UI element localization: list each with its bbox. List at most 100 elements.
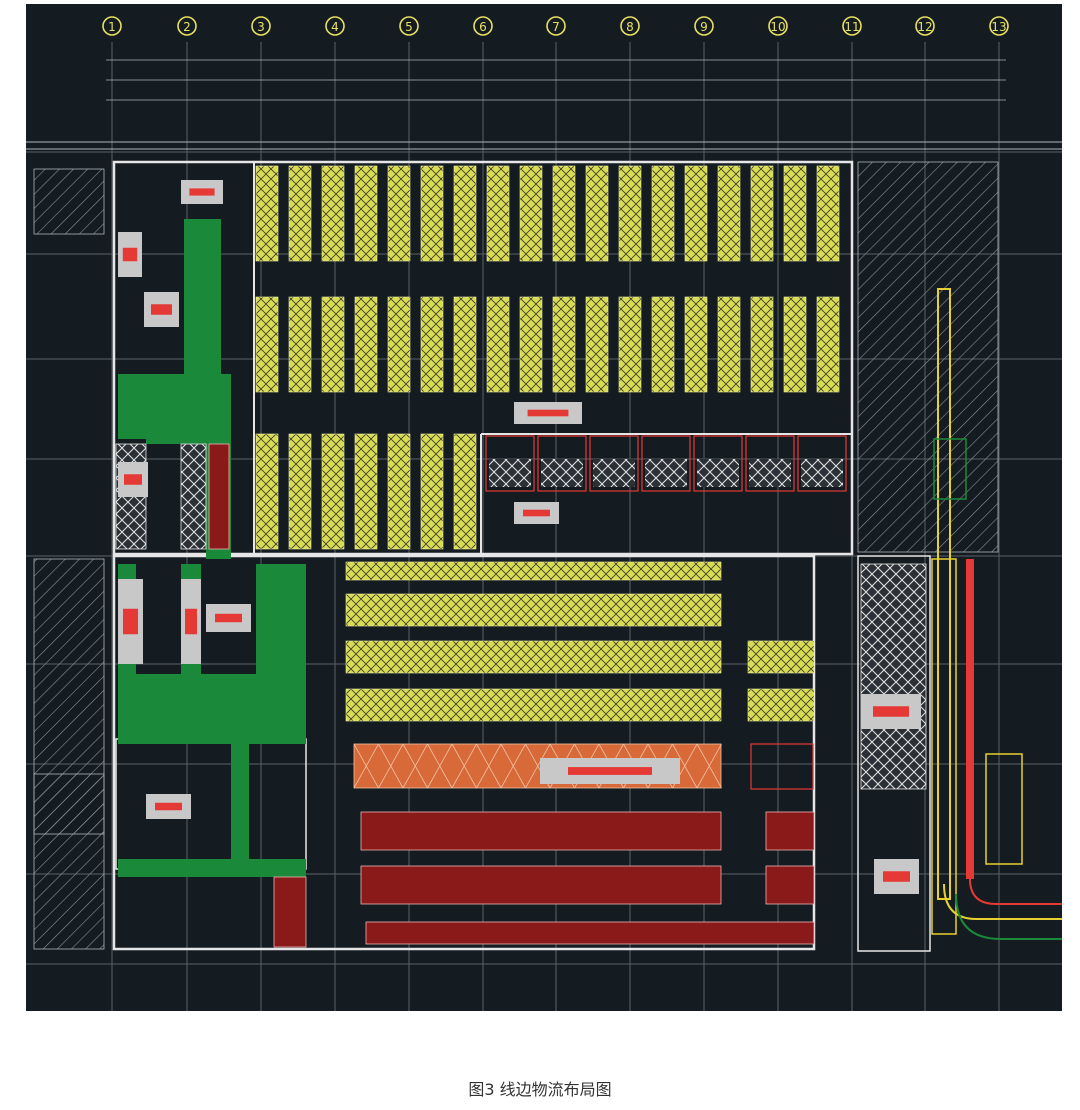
storage-rack [288, 165, 312, 262]
storage-rack [651, 165, 675, 262]
storage-rack [585, 165, 609, 262]
grid-axis-bubble [251, 16, 271, 36]
red-rack-row [765, 811, 815, 851]
red-rack-row [360, 865, 722, 905]
storage-rack [453, 165, 477, 262]
storage-rack [717, 296, 741, 393]
station-bay [697, 459, 739, 487]
station-bay [749, 459, 791, 487]
workstation-marker [527, 409, 569, 417]
storage-rack [747, 640, 815, 674]
grid-axis-label: 5 [405, 20, 413, 34]
red-rack-row [208, 443, 230, 550]
hatched-area [857, 161, 999, 553]
storage-rack [618, 165, 642, 262]
storage-rack [519, 296, 543, 393]
orange-rack-cross [500, 743, 526, 789]
station-bay [537, 435, 587, 492]
conveyor-track [955, 893, 1062, 940]
grid-axis-bubble [989, 16, 1009, 36]
hatched-area [33, 558, 105, 950]
station-bay [750, 743, 814, 790]
storage-rack [387, 165, 411, 262]
grid-axis-bubble [915, 16, 935, 36]
orange-rack-cross [451, 743, 477, 789]
workstations [118, 180, 921, 894]
hatched-area [33, 168, 105, 235]
storage-rack [585, 296, 609, 393]
grid-axis-bubble [177, 16, 197, 36]
orange-rack-cross [696, 743, 722, 789]
storage-rack [552, 165, 576, 262]
workstation-marker [568, 767, 652, 775]
grid-axis-label: 4 [331, 20, 339, 34]
workstation-marker [189, 188, 215, 196]
grid-axis-bubble [473, 16, 493, 36]
storage-rack [288, 296, 312, 393]
storage-rack [684, 296, 708, 393]
red-rack-row [360, 811, 722, 851]
grid-axis-bubble [102, 16, 122, 36]
storage-rack [345, 593, 722, 627]
station-bay [693, 435, 743, 492]
grid-axis-label: 2 [183, 20, 191, 34]
workstation-marker [123, 608, 138, 635]
storage-rack [255, 296, 279, 393]
storage-rack [750, 296, 774, 393]
grid-axis-bubble [325, 16, 345, 36]
storage-rack [486, 165, 510, 262]
building-wall [115, 738, 307, 870]
storage-rack [453, 433, 477, 550]
storage-rack [453, 296, 477, 393]
storage-rack [486, 296, 510, 393]
station-bay [593, 459, 635, 487]
building-wall [112, 554, 816, 951]
conveyor-track [931, 558, 957, 935]
conveyor-track [969, 878, 1062, 905]
station-bay [745, 435, 795, 492]
storage-rack [345, 640, 722, 674]
storage-rack [354, 296, 378, 393]
grid-axis-label: 1 [108, 20, 116, 34]
storage-rack [255, 165, 279, 262]
station-bay [589, 435, 639, 492]
station-bay [797, 435, 847, 492]
storage-rack [684, 165, 708, 262]
hatched-area [33, 773, 105, 835]
orange-rack-cross [427, 743, 453, 789]
green-aisles [118, 219, 306, 877]
conveyor-track [985, 753, 1023, 865]
conveyor-track [966, 559, 974, 879]
storage-rack [816, 165, 840, 262]
station-bay [801, 459, 843, 487]
storage-rack [321, 296, 345, 393]
grid-axis-label: 10 [770, 20, 785, 34]
green-aisle [118, 859, 306, 877]
red-rack-row [365, 921, 815, 945]
storage-rack [420, 296, 444, 393]
storage-rack [552, 296, 576, 393]
grid-axis-label: 9 [700, 20, 708, 34]
building-wall [113, 161, 255, 555]
grid-axis-label: 11 [844, 20, 859, 34]
green-aisle [118, 219, 231, 559]
station-bay [485, 435, 535, 492]
workstation-marker [122, 247, 138, 262]
grid-axis-label: 12 [917, 20, 932, 34]
storage-rack [651, 296, 675, 393]
conveyor-track [943, 883, 1062, 920]
conveyor-track [937, 288, 951, 900]
storage-rack [387, 433, 411, 550]
figure-caption: 图3 线边物流布局图 [468, 1080, 612, 1099]
orange-rack-cross [378, 743, 404, 789]
storage-racks [115, 165, 927, 948]
orange-rack-cross [402, 743, 428, 789]
storage-rack [618, 296, 642, 393]
workstation-marker [523, 509, 550, 517]
green-aisle [231, 744, 249, 864]
hatched-areas [33, 161, 999, 950]
grid-axis-bubble [620, 16, 640, 36]
grid-axis-bubble [399, 16, 419, 36]
